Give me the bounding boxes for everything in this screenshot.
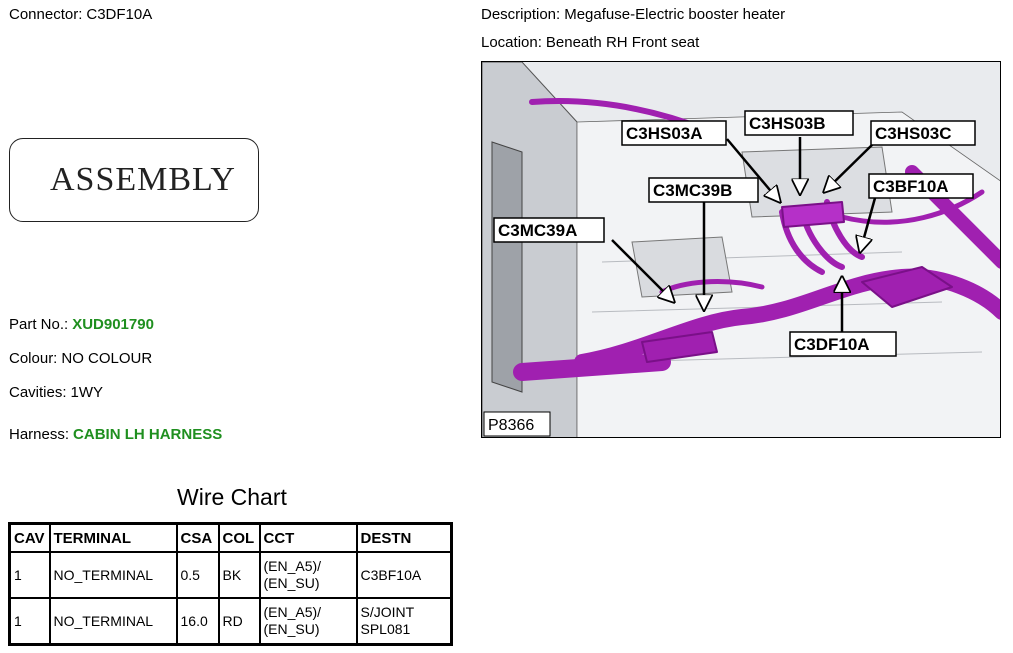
callout-c3bf10a: C3BF10A bbox=[873, 177, 949, 196]
callout-c3hs03c: C3HS03C bbox=[875, 124, 952, 143]
callout-c3mc39a: C3MC39A bbox=[498, 221, 577, 240]
harness-line: Harness:CABIN LH HARNESS bbox=[9, 426, 222, 443]
location-figure-svg: C3HS03A C3HS03B C3HS03C C3MC39B C3BF10A … bbox=[482, 62, 1000, 437]
cell-cav: 1 bbox=[8, 597, 51, 646]
cell-cct: (EN_A5)/(EN_SU) bbox=[258, 597, 358, 646]
destn-line-1: S/JOINT bbox=[360, 604, 415, 620]
cell-terminal: NO_TERMINAL bbox=[48, 597, 178, 646]
cct-line-1: (EN_A5)/ bbox=[263, 558, 322, 574]
colour-line: Colour:NO COLOUR bbox=[9, 350, 152, 367]
cell-cct: (EN_A5)/(EN_SU) bbox=[258, 551, 358, 599]
assembly-stamp-text: ASSEMBLY bbox=[50, 161, 236, 198]
colour-value: NO COLOUR bbox=[61, 350, 153, 367]
figure-ref-label: P8366 bbox=[488, 417, 534, 434]
cell-csa: 0.5 bbox=[175, 551, 220, 599]
wire-chart-table: CAV TERMINAL CSA COL CCT DESTN 1 NO_TERM… bbox=[8, 522, 453, 646]
table-row: 1 NO_TERMINAL 0.5 BK (EN_A5)/(EN_SU) C3B… bbox=[8, 551, 453, 599]
part-no-link[interactable]: XUD901790 bbox=[72, 316, 154, 333]
cell-cav: 1 bbox=[8, 551, 51, 599]
connector-value: C3DF10A bbox=[86, 6, 153, 23]
connector-label: Connector: bbox=[9, 6, 83, 23]
callout-arrows bbox=[611, 137, 877, 342]
cct-line-1: (EN_A5)/ bbox=[263, 604, 322, 620]
cell-destn: C3BF10A bbox=[355, 551, 453, 599]
cct-line-2: (EN_SU) bbox=[263, 621, 320, 637]
cell-col: RD bbox=[217, 597, 261, 646]
module-box bbox=[631, 236, 733, 298]
cell-csa: 16.0 bbox=[175, 597, 220, 646]
connector-line: Connector:C3DF10A bbox=[9, 6, 152, 23]
location-label: Location: bbox=[481, 34, 542, 51]
header-terminal: TERMINAL bbox=[48, 522, 178, 553]
location-figure: C3HS03A C3HS03B C3HS03C C3MC39B C3BF10A … bbox=[481, 61, 1001, 438]
vent-grille bbox=[491, 141, 523, 393]
wire-chart-header-row: CAV TERMINAL CSA COL CCT DESTN bbox=[8, 522, 453, 553]
harness-label: Harness: bbox=[9, 426, 70, 443]
header-cav: CAV bbox=[8, 522, 51, 553]
cavities-value: 1WY bbox=[70, 384, 104, 401]
description-label: Description: bbox=[481, 6, 561, 23]
callout-labels: C3HS03A C3HS03B C3HS03C C3MC39B C3BF10A … bbox=[493, 110, 976, 357]
harness-link[interactable]: CABIN LH HARNESS bbox=[73, 426, 223, 443]
callout-c3mc39b: C3MC39B bbox=[653, 181, 732, 200]
figure-ref-box bbox=[483, 411, 551, 437]
colour-label: Colour: bbox=[9, 350, 58, 367]
wire-chart-title: Wire Chart bbox=[177, 484, 287, 510]
location-line: Location:Beneath RH Front seat bbox=[481, 34, 699, 51]
header-csa: CSA bbox=[175, 522, 220, 553]
location-value: Beneath RH Front seat bbox=[545, 34, 700, 51]
header-destn: DESTN bbox=[355, 522, 453, 553]
header-cct: CCT bbox=[258, 522, 358, 553]
header-col: COL bbox=[217, 522, 261, 553]
table-row: 1 NO_TERMINAL 16.0 RD (EN_A5)/(EN_SU) S/… bbox=[8, 597, 453, 646]
cavities-label: Cavities: bbox=[9, 384, 67, 401]
description-value: Megafuse-Electric booster heater bbox=[564, 6, 786, 23]
cavities-line: Cavities:1WY bbox=[9, 384, 103, 401]
destn-line-2: SPL081 bbox=[360, 621, 411, 637]
description-line: Description:Megafuse-Electric booster he… bbox=[481, 6, 785, 23]
callout-c3df10a: C3DF10A bbox=[794, 335, 870, 354]
cct-line-2: (EN_SU) bbox=[263, 575, 320, 591]
destn-line-1: C3BF10A bbox=[360, 566, 422, 583]
part-no-label: Part No.: bbox=[9, 316, 69, 333]
callout-c3hs03a: C3HS03A bbox=[626, 124, 703, 143]
callout-c3hs03b: C3HS03B bbox=[749, 114, 826, 133]
part-no-line: Part No.:XUD901790 bbox=[9, 316, 154, 333]
cell-terminal: NO_TERMINAL bbox=[48, 551, 178, 599]
assembly-stamp: ASSEMBLY bbox=[9, 138, 259, 222]
cell-col: BK bbox=[217, 551, 261, 599]
